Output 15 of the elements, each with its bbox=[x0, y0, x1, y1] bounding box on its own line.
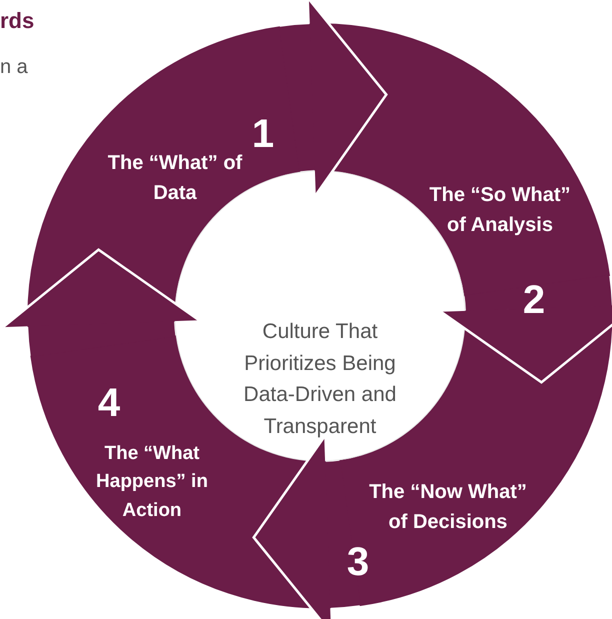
step-number: 4 bbox=[96, 380, 122, 427]
cycle-arrow bbox=[2, 248, 200, 356]
cycle-arrow bbox=[252, 436, 360, 619]
step-number: 3 bbox=[346, 538, 370, 586]
cropped-text: n a bbox=[0, 56, 28, 79]
step-label: The “So What” of Analysis bbox=[428, 183, 572, 238]
cropped-text: rds bbox=[0, 8, 34, 34]
step-label: The “Now What” of Decisions bbox=[368, 480, 528, 535]
center-text: Culture That Prioritizes Being Data-Driven and Transparent bbox=[242, 319, 398, 440]
step-label: The “What” of Data bbox=[106, 150, 244, 206]
cycle-arrow bbox=[440, 276, 612, 384]
step-label: The “What Happens” in Action bbox=[95, 442, 209, 523]
step-number: 1 bbox=[250, 110, 276, 158]
cycle-arrow bbox=[280, 0, 388, 196]
step-number: 2 bbox=[522, 277, 546, 324]
